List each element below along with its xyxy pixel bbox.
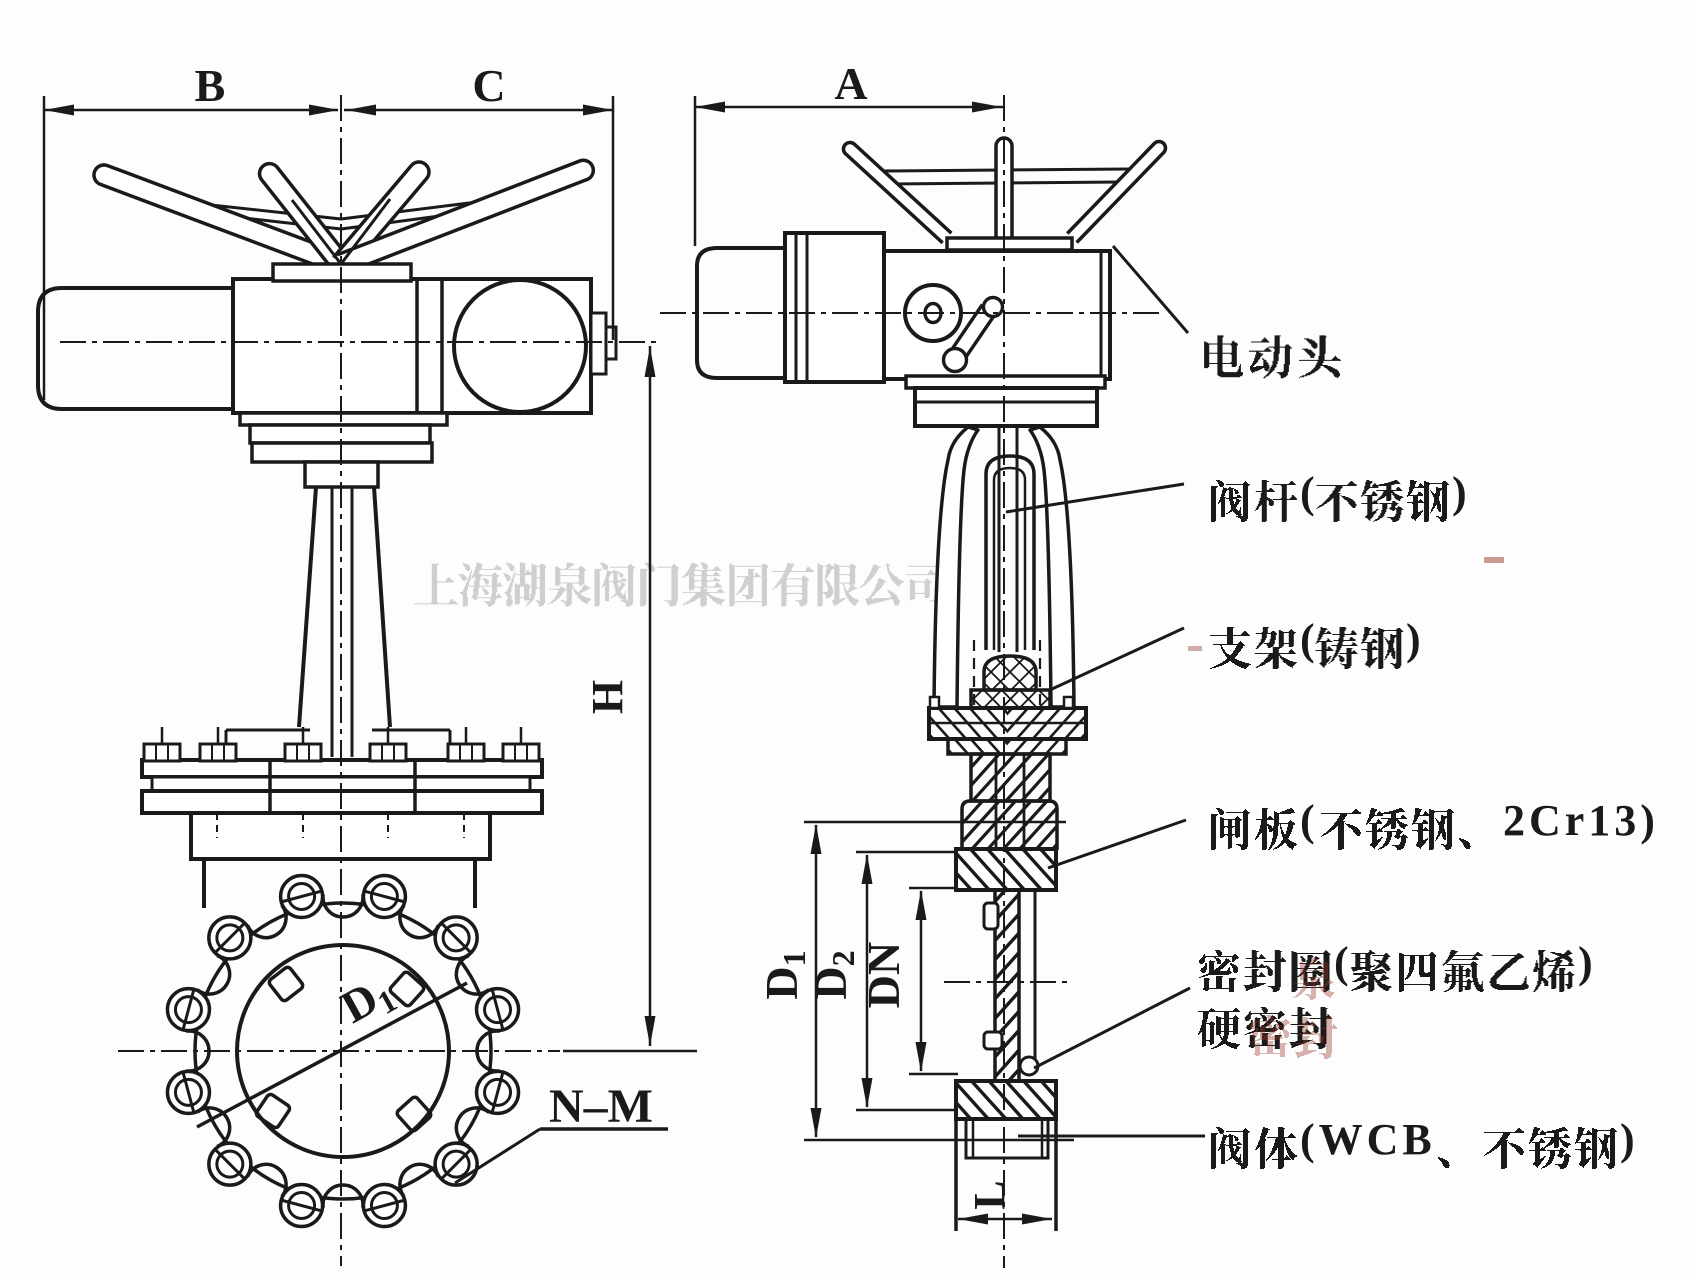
svg-text:): ) <box>1452 468 1467 517</box>
svg-text:2Cr13): 2Cr13) <box>1503 796 1659 845</box>
svg-text:(: ( <box>1300 796 1319 845</box>
svg-text:N–M: N–M <box>549 1080 653 1133</box>
svg-text:L: L <box>965 1180 1014 1209</box>
svg-text:(WCB: (WCB <box>1300 1115 1436 1164</box>
svg-text:(: ( <box>1300 468 1315 517</box>
svg-text:H: H <box>583 680 632 714</box>
svg-text:DN: DN <box>858 942 909 1008</box>
svg-text:): ) <box>1578 938 1593 987</box>
svg-text:C: C <box>472 60 505 111</box>
svg-text:(: ( <box>1334 938 1349 987</box>
svg-text:B: B <box>195 60 226 111</box>
svg-text:): ) <box>1620 1115 1639 1164</box>
svg-text:A: A <box>834 58 867 109</box>
svg-text:(: ( <box>1300 615 1315 664</box>
svg-text:): ) <box>1406 615 1421 664</box>
